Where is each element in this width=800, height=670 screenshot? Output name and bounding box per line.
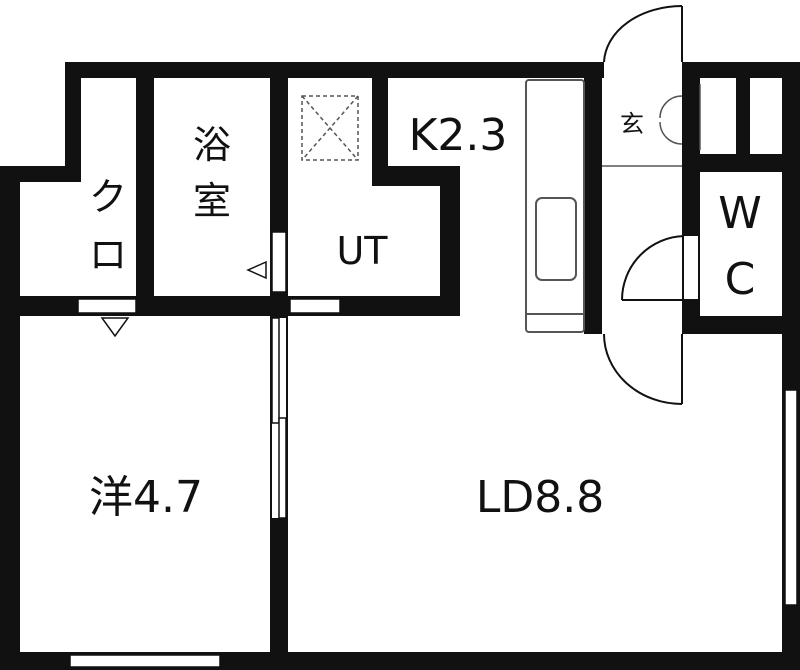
vent-square (301, 95, 359, 161)
window-west-bottom (69, 654, 221, 668)
wall-shoebox-div (736, 62, 750, 172)
sliding-door (271, 317, 287, 519)
wc-label-1: W (718, 188, 762, 239)
kitchen-counter (525, 79, 585, 333)
wc-door (621, 235, 698, 301)
wall-wc-right (782, 154, 800, 334)
ventilation-box (301, 95, 359, 161)
wall-h-west (0, 296, 290, 316)
window-closet-door (77, 298, 137, 314)
bath-label-2: 室 (193, 179, 231, 223)
closet-label-1: ク (89, 175, 127, 219)
wall-left-upper (65, 62, 81, 182)
entry-door-gap (604, 62, 682, 78)
bath-door-marker (246, 260, 267, 280)
wall-left (0, 166, 20, 670)
genkan-label: 玄 (620, 110, 644, 138)
outer-walls (0, 62, 800, 670)
bath-door (246, 231, 287, 293)
closet-label-2: ロ (89, 233, 127, 277)
wall-closet-right (136, 62, 154, 310)
sliding-panel-2 (278, 417, 287, 519)
closet-door-marker (100, 317, 130, 338)
vent-cross-2 (301, 95, 359, 161)
living-door (603, 316, 683, 405)
window-ut-door (289, 298, 341, 314)
living-door-gap (604, 316, 682, 334)
living-door-arc (603, 333, 683, 405)
genkan-area (602, 84, 701, 167)
shoebox-door-arc-2 (659, 121, 683, 145)
wc-label-2: C (725, 254, 756, 305)
wall-wc-bottom (682, 316, 800, 334)
wc-door-gap (684, 236, 698, 300)
kitchen-label: K2.3 (409, 110, 508, 161)
wall-entry-left (584, 62, 602, 334)
wall-ut-notch-h (372, 166, 460, 186)
living-room-label: LD8.8 (476, 472, 604, 523)
window-living-right (784, 389, 798, 606)
shoebox-door-arc-1 (659, 95, 683, 119)
sink (535, 197, 577, 281)
utility-label: UT (336, 229, 388, 273)
western-room-label: 洋4.7 (89, 472, 203, 523)
sliding-panel-1 (271, 317, 280, 424)
interior-walls (0, 62, 800, 662)
entry-door (603, 5, 683, 78)
wall-step-top (0, 166, 81, 182)
bath-label-1: 浴 (193, 123, 231, 167)
bath-door-gap (271, 231, 287, 293)
wall-ut-right (440, 166, 460, 316)
wc-door-arc (621, 235, 685, 301)
entry-door-arc (603, 5, 683, 63)
wall-right-upper (782, 62, 800, 162)
wall-ut-notch-v (372, 62, 388, 186)
